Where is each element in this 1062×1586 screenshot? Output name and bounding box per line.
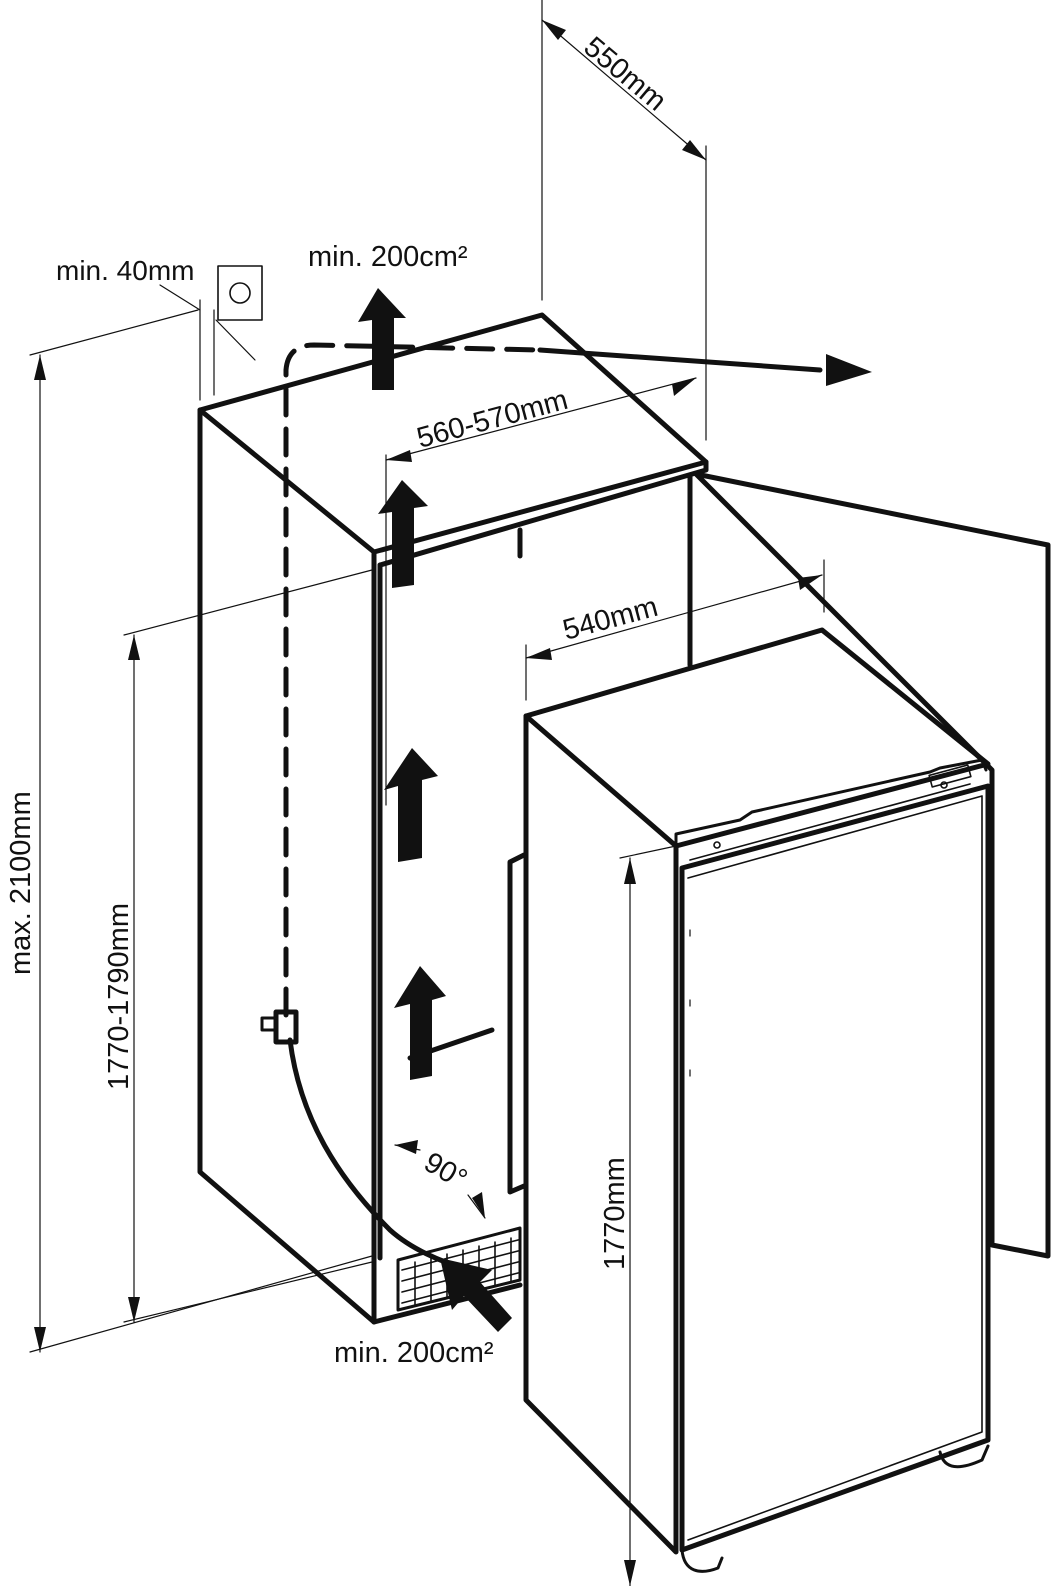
up-arrow-icon — [394, 966, 446, 1080]
wall-gap-label: min. 40mm — [56, 255, 194, 286]
dimension-lines — [29, 0, 825, 1586]
bottom-vent-label: min. 200cm² — [334, 1337, 494, 1369]
furniture-door — [693, 471, 1051, 1259]
power-cable — [283, 342, 823, 1273]
top-vent-label: min. 200cm² — [308, 241, 468, 273]
up-arrow-icon — [358, 288, 406, 390]
niche-cabinet — [197, 312, 709, 1325]
dimension-arrowheads — [34, 20, 822, 1586]
niche-height-label: 1770-1790mm — [103, 903, 135, 1090]
side-bracket — [507, 852, 527, 1195]
niche-width-label: 560-570mm — [414, 384, 572, 455]
appliance-height-label: 1770mm — [599, 1157, 631, 1270]
plug-icon — [260, 1009, 299, 1045]
up-arrow-icon — [378, 480, 428, 588]
inlet-arrow-icon — [440, 1258, 512, 1332]
max-height-label: max. 2100mm — [5, 791, 37, 975]
door-angle-label: 90° — [419, 1146, 473, 1196]
appliance-width-label: 540mm — [560, 591, 662, 647]
right-arrow-icon — [826, 354, 872, 386]
up-arrow-icon — [384, 748, 438, 862]
socket-icon — [217, 265, 263, 321]
appliance — [523, 627, 991, 1573]
depth-overall-label: 550mm — [578, 31, 673, 118]
